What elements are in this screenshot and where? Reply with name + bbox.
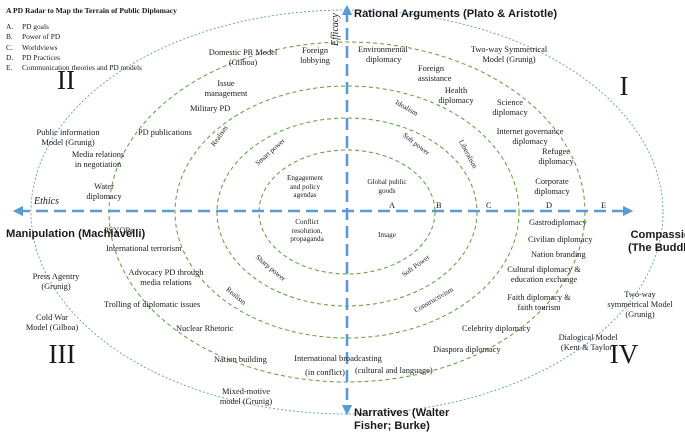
practice-foreign-lobbying: Foreign lobbying: [300, 46, 330, 65]
practice-refugee: Refugee diplomacy: [538, 147, 574, 166]
model-dialogical: Dialogical Model (Kent & Taylor): [558, 333, 618, 352]
practice-psyops: PSYOPs: [104, 226, 134, 235]
practice-gastrodiplomacy: Gastrodiplomacy: [529, 218, 587, 227]
practice-science: Science diplomacy: [492, 98, 528, 117]
practice-corporate: Corporate diplomacy: [534, 177, 570, 196]
quadrant-ii: II: [57, 65, 75, 95]
practice-foreign-assistance: Foreign assistance: [418, 64, 452, 83]
ring-letter-a: A: [389, 201, 396, 210]
legend: A PD Radar to Map the Terrain of Public …: [6, 6, 177, 73]
practice-cultural-language: (cultural and language): [355, 366, 433, 375]
model-mixed-motive: Mixed-motive model (Grunig): [219, 387, 273, 406]
quadrant-iv: IV: [609, 339, 639, 369]
center-image: Image: [378, 231, 396, 239]
model-two-way-symmetrical-bottom: Two-way symmetrical Model (Grunig): [607, 290, 673, 319]
practice-faith: Faith diplomacy & faith tourism: [507, 293, 571, 312]
pole-right: Compassion (The Buddha): [628, 229, 685, 254]
practice-health: Health diplomacy: [438, 86, 474, 105]
practice-cultural: Cultural diplomacy & education exchange: [507, 265, 581, 284]
ethics-label: Ethics: [34, 196, 59, 207]
center-conflict: Conflict resolution, propaganda: [290, 218, 324, 244]
pole-bottom: Narratives (Walter Fisher; Burke): [354, 407, 450, 432]
model-press-agentry: Press Agentry (Grunig): [32, 272, 80, 291]
practice-international-broadcasting: International broadcasting (in conflict): [294, 354, 382, 377]
pole-left: Manipulation (Machiavelli): [6, 228, 146, 240]
model-two-way-symmetrical-top: Two-way Symmetrical Model (Grunig): [470, 45, 548, 64]
practice-issue-management: Issue management: [204, 79, 248, 98]
legend-title: A PD Radar to Map the Terrain of Public …: [6, 6, 177, 15]
ring-letter-c: C: [486, 201, 492, 210]
practice-trolling: Trolling of diplomatic issues: [104, 300, 201, 309]
model-public-information: Public information Model (Grunig): [36, 128, 100, 147]
legend-item: D.PD Practices: [6, 52, 60, 62]
practice-celebrity: Celebrity diplomacy: [462, 324, 531, 333]
practice-international-terrorism: International terrorism: [106, 244, 182, 253]
ring-letter-b: B: [436, 201, 442, 210]
legend-item: B.Power of PD: [6, 32, 61, 42]
practice-nation-building: Nation building: [214, 355, 267, 364]
center-engagement: Engagement and policy agendas: [287, 174, 323, 200]
legend-item: C.Worldviews: [6, 42, 58, 52]
quadrant-iii: III: [48, 339, 76, 369]
legend-item: A.PD goals: [6, 22, 49, 32]
practice-pd-publications: PD publications: [138, 128, 192, 137]
ring-e: [30, 9, 664, 415]
practice-internet-governance: Internet governance diplomacy: [496, 127, 564, 146]
pole-top: Rational Arguments (Plato & Aristotle): [354, 8, 558, 20]
model-domestic-pr: Domestic PR Model (Gilboa): [208, 48, 278, 67]
practice-diaspora: Diaspora diplomacy: [433, 345, 501, 354]
quadrant-i: I: [619, 71, 629, 101]
practice-water: Water diplomacy: [86, 182, 122, 201]
practice-nuclear-rhetoric: Nuclear Rhetoric: [176, 324, 234, 333]
practice-military-pd: Military PD: [190, 104, 231, 113]
practice-nation-branding: Nation branding: [531, 250, 586, 259]
ring-letter-d: D: [546, 201, 553, 210]
ring-letter-e: E: [601, 201, 607, 210]
practice-environmental: Environmental diplomacy: [358, 45, 408, 64]
center-global-goods: Global public goods: [367, 178, 407, 195]
model-cold-war: Cold War Model (Gilboa): [25, 313, 79, 332]
practice-civilian: Civilian diplomacy: [528, 235, 593, 244]
legend-item: E.Communication theories and PD models: [6, 63, 142, 73]
practice-media-relations: Media relations in negotiation: [71, 150, 125, 169]
practice-advocacy: Advocacy PD through media relations: [128, 268, 204, 287]
efficacy-label: Efficacy: [330, 13, 341, 46]
